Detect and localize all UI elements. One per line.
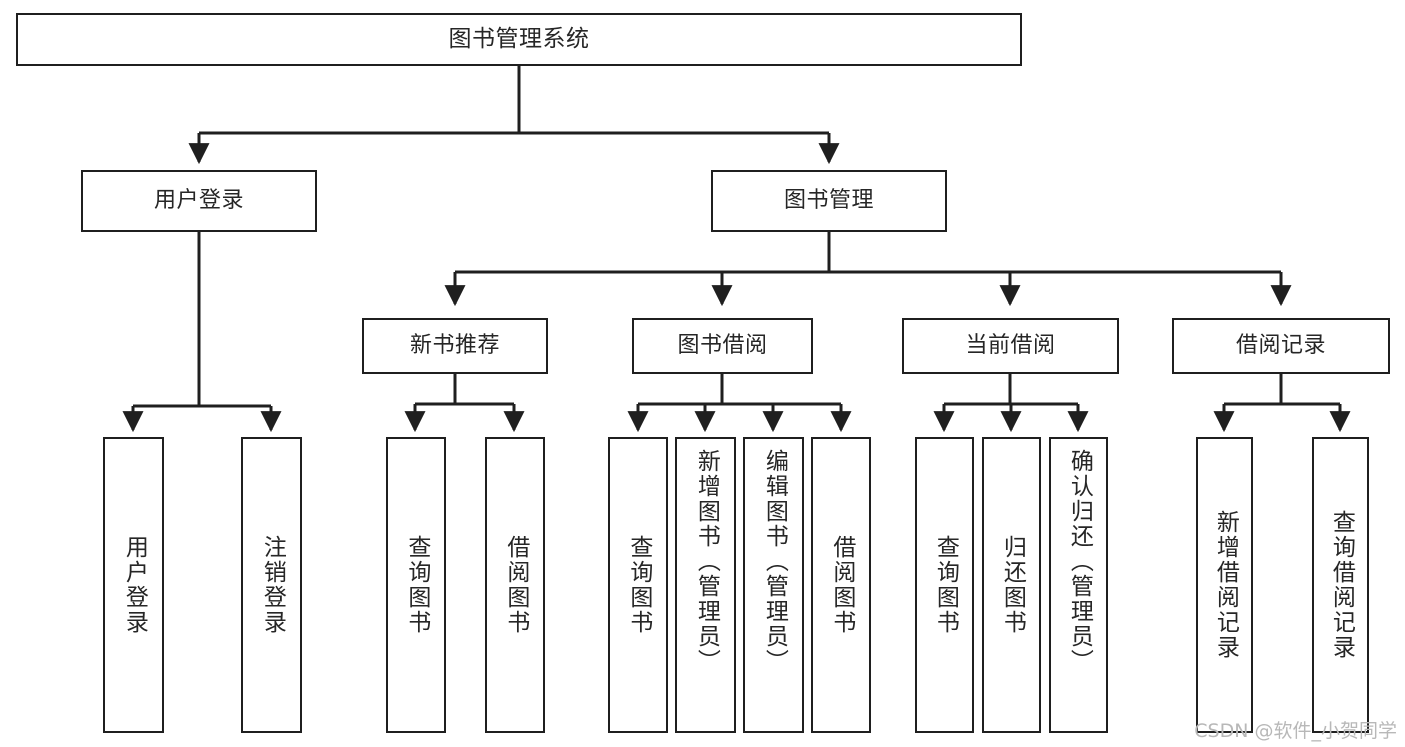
- node-current-borrow[interactable]: 当前借阅: [902, 318, 1119, 374]
- node-current-borrow-label: 当前借阅: [965, 333, 1056, 359]
- node-leaf-borrow-book-1-label: 借阅图书: [502, 535, 529, 635]
- node-borrow-record[interactable]: 借阅记录: [1172, 318, 1390, 374]
- node-leaf-query-book-2[interactable]: 查询图书: [608, 437, 668, 733]
- node-leaf-query-book-3[interactable]: 查询图书: [915, 437, 974, 733]
- node-leaf-edit-book[interactable]: 编辑图书（管理员）: [743, 437, 804, 733]
- node-leaf-add-record-label: 新增借阅记录: [1212, 510, 1239, 660]
- node-leaf-borrow-book-2[interactable]: 借阅图书: [811, 437, 871, 733]
- node-leaf-user-login-label: 用户登录: [121, 535, 148, 635]
- node-book-management-label: 图书管理: [783, 188, 874, 214]
- node-leaf-logout-login[interactable]: 注销登录: [241, 437, 302, 733]
- node-new-book-recommend[interactable]: 新书推荐: [362, 318, 548, 374]
- node-new-book-recommend-label: 新书推荐: [409, 333, 500, 359]
- node-leaf-query-book-1-label: 查询图书: [403, 535, 430, 635]
- node-leaf-add-book-label: 新增图书（管理员）: [693, 449, 720, 674]
- node-leaf-borrow-book-1[interactable]: 借阅图书: [485, 437, 545, 733]
- node-root[interactable]: 图书管理系统: [16, 13, 1022, 66]
- node-leaf-logout-login-label: 注销登录: [259, 535, 286, 635]
- node-leaf-query-record[interactable]: 查询借阅记录: [1312, 437, 1369, 733]
- node-leaf-return-book[interactable]: 归还图书: [982, 437, 1041, 733]
- node-leaf-query-book-1[interactable]: 查询图书: [386, 437, 446, 733]
- node-leaf-query-book-3-label: 查询图书: [932, 535, 959, 635]
- node-leaf-user-login[interactable]: 用户登录: [103, 437, 164, 733]
- node-user-login[interactable]: 用户登录: [81, 170, 317, 232]
- node-book-management[interactable]: 图书管理: [711, 170, 947, 232]
- node-leaf-add-book[interactable]: 新增图书（管理员）: [675, 437, 736, 733]
- node-leaf-query-record-label: 查询借阅记录: [1328, 510, 1355, 660]
- node-leaf-add-record[interactable]: 新增借阅记录: [1196, 437, 1253, 733]
- node-root-label: 图书管理系统: [448, 25, 590, 52]
- node-leaf-confirm-return[interactable]: 确认归还（管理员）: [1049, 437, 1108, 733]
- node-leaf-edit-book-label: 编辑图书（管理员）: [761, 449, 788, 674]
- node-user-login-label: 用户登录: [153, 188, 244, 214]
- node-leaf-query-book-2-label: 查询图书: [625, 535, 652, 635]
- node-leaf-confirm-return-label: 确认归还（管理员）: [1066, 449, 1093, 674]
- node-book-borrow[interactable]: 图书借阅: [632, 318, 813, 374]
- node-leaf-borrow-book-2-label: 借阅图书: [828, 535, 855, 635]
- node-borrow-record-label: 借阅记录: [1235, 333, 1326, 359]
- node-book-borrow-label: 图书借阅: [677, 333, 768, 359]
- node-leaf-return-book-label: 归还图书: [999, 535, 1026, 635]
